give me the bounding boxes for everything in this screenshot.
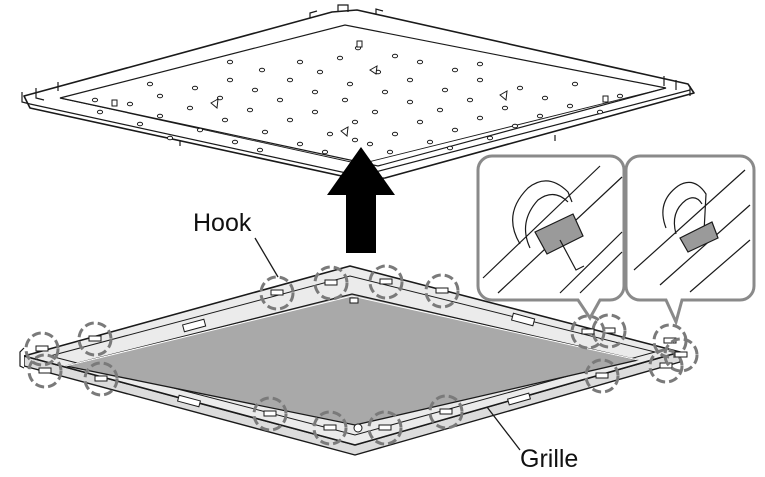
ceiling-panel-tabs [21, 4, 691, 146]
hook-label: Hook [193, 209, 252, 237]
grille-inner-lip [65, 295, 639, 367]
ceiling-panel [21, 4, 695, 181]
hook-highlight-icon [368, 264, 404, 300]
callout-left-drawing [482, 165, 623, 294]
ceiling-panel-holes [91, 45, 624, 155]
grille-latches [176, 297, 536, 433]
callout-detail-right [624, 154, 756, 327]
hook-highlight-icon [77, 321, 113, 357]
hook-highlight-icon [428, 394, 464, 430]
grille-end-tab [19, 347, 25, 369]
ceiling-panel-pegs [111, 40, 609, 107]
hook-highlight-icon [367, 410, 403, 446]
callout-right-drawing [633, 169, 751, 293]
hook-highlight-icon [424, 273, 460, 309]
hook-highlight-icon [313, 265, 349, 301]
hook-highlight-icon [252, 396, 288, 432]
hook-highlight-icon [27, 353, 63, 389]
grille-label: Grille [520, 445, 579, 473]
grille-leader-line [486, 406, 521, 451]
hook-highlight-icon [663, 337, 699, 373]
grille-inner-panel [65, 293, 639, 426]
ceiling-panel-inner [59, 24, 667, 167]
hook-highlight-icon [312, 410, 348, 446]
grille [19, 265, 681, 456]
up-arrow-icon [327, 147, 395, 253]
hook-highlight-icon [83, 361, 119, 397]
hook-highlights [24, 264, 699, 446]
callout-detail-left [476, 154, 626, 321]
hook-highlight-icon [24, 331, 60, 367]
hook-highlight-icon [584, 358, 620, 394]
hook-leader-line [254, 237, 279, 278]
ceiling-panel-markers [210, 65, 508, 137]
hook-highlight-icon [259, 275, 295, 311]
hook-highlight-icon [570, 314, 606, 350]
